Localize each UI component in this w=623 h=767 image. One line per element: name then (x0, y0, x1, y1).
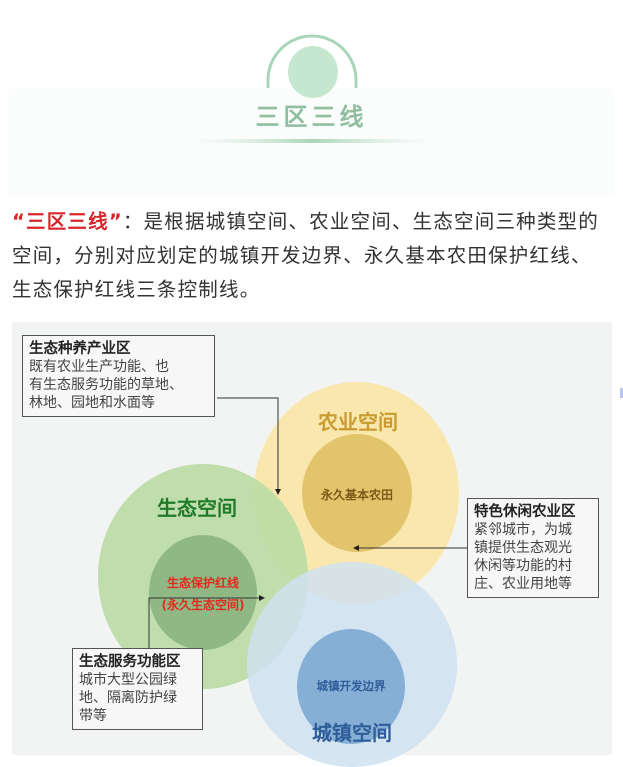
urban-core-label: 城镇开发边界 (316, 679, 386, 693)
ecology-core-label: 生态保护红线 (永久生态空间) (161, 576, 245, 612)
callout-title: 生态服务功能区 (79, 654, 181, 670)
banner-ornament (195, 34, 430, 143)
callout-ecological-farming-zone: 生态种养产业区 既有农业生产功能、也 有生态服务功能的草地、 林地、园地和水面等 (22, 335, 215, 417)
ecology-space-label: 生态空间 (157, 496, 237, 520)
agriculture-space-label: 农业空间 (318, 410, 398, 434)
diagram-panel: 农业空间 永久基本农田 生态空间 生态保护红线 (永久生态空间) 城镇开发边界 … (12, 322, 612, 767)
banner-title: 三区三线 (255, 103, 368, 131)
intro-text: ：是根据城镇空间、农业空间、生态空间三种类型的空间，分别对应划定的城镇开发边界、… (12, 210, 599, 301)
connector-arrows (148, 397, 467, 648)
callout-ecological-service-zone: 生态服务功能区 城市大型公园绿 地、隔离防护绿 带等 (72, 648, 203, 730)
intro-paragraph: “三区三线”：是根据城镇空间、农业空间、生态空间三种类型的空间，分别对应划定的城… (12, 205, 612, 307)
callout-body: 紧邻城市，为城 镇提供生态观光 休闲等功能的村 庄、农业用地等 (474, 522, 572, 592)
callout-body: 城市大型公园绿 地、隔离防护绿 带等 (79, 672, 177, 724)
callout-body: 既有农业生产功能、也 有生态服务功能的草地、 林地、园地和水面等 (29, 359, 183, 411)
callout-title: 生态种养产业区 (29, 341, 131, 357)
callout-leisure-agriculture-zone: 特色休闲农业区 紧邻城市，为城 镇提供生态观光 休闲等功能的村 庄、农业用地等 (467, 498, 599, 598)
farmland-core-label: 永久基本农田 (320, 488, 393, 502)
urban-space-label: 城镇空间 (312, 721, 392, 745)
intro-highlight: “三区三线” (12, 210, 123, 233)
edge-marker (620, 388, 623, 398)
farmland-core-circle (302, 434, 412, 552)
urban-core-circle (297, 629, 405, 744)
ecology-core-circle (149, 535, 257, 650)
callout-title: 特色休闲农业区 (474, 504, 576, 520)
